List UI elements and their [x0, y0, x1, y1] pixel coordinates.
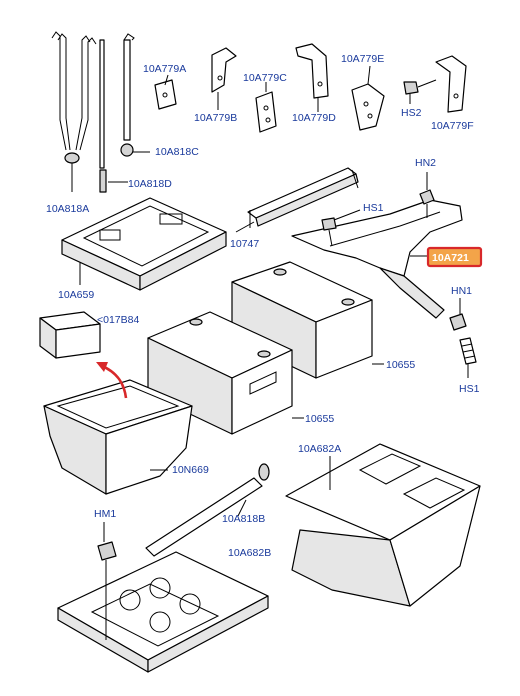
label-10A779E: 10A779E	[341, 53, 384, 65]
label-HS1-top: HS1	[363, 202, 384, 214]
label-HN1: HN1	[451, 285, 472, 297]
bracket-10A779E	[351, 65, 385, 131]
battery-box-10N669	[43, 379, 193, 495]
label-10A682A: 10A682A	[298, 443, 341, 455]
label-10N669: 10N669	[172, 464, 209, 476]
rod-10A818C	[120, 33, 150, 157]
fastener-HM1	[97, 522, 117, 640]
rod-10A818D	[99, 39, 128, 193]
battery-rear-10655	[231, 261, 384, 379]
label-10A818A: 10A818A	[46, 203, 89, 215]
part-labels: 10A779A 10A779B 10A779C 10A779D 10A779E …	[46, 53, 483, 559]
bracket-10A779C	[255, 82, 277, 133]
label-10A779C: 10A779C	[243, 72, 287, 84]
rod-10A818B	[145, 463, 270, 557]
rod-assembly-10A818A	[51, 31, 97, 192]
label-10A818D: 10A818D	[128, 178, 172, 190]
battery-tray-10A659	[61, 197, 227, 291]
bracket-10A779B	[211, 47, 237, 110]
label-10A779D: 10A779D	[292, 112, 336, 124]
bracket-10A779F	[435, 55, 467, 113]
nut-HN2	[419, 172, 435, 218]
bar-10747	[235, 167, 359, 233]
label-10A779B: 10A779B	[194, 112, 237, 124]
label-10A818C: 10A818C	[155, 146, 199, 158]
label-10A682B: 10A682B	[228, 547, 271, 559]
battery-front-10655	[147, 311, 304, 435]
bolt-HS1-bottom	[459, 337, 477, 378]
bolt-HS1-top	[321, 209, 361, 247]
label-HS1-bottom: HS1	[459, 383, 480, 395]
label-10A818B: 10A818B	[222, 513, 265, 525]
bracket-10A779D	[295, 43, 329, 112]
label-10747: 10747	[230, 238, 259, 250]
insulator-017B84	[39, 311, 101, 359]
removal-arrow	[96, 362, 128, 399]
label-10655-front: 10655	[305, 413, 334, 425]
label-017B84: <017B84	[97, 314, 139, 326]
label-10A721: 10A721	[432, 252, 469, 264]
nut-HN1	[449, 298, 467, 331]
floor-panel-10A682B	[57, 551, 269, 673]
label-10A659: 10A659	[58, 289, 94, 301]
label-HS2: HS2	[401, 107, 422, 119]
cover-10A682A	[285, 443, 481, 607]
label-HM1: HM1	[94, 508, 116, 520]
label-10A779A: 10A779A	[143, 63, 186, 75]
label-HN2: HN2	[415, 157, 436, 169]
label-10655-rear: 10655	[386, 359, 415, 371]
label-10A779F: 10A779F	[431, 120, 474, 132]
bracket-10A779A	[154, 74, 177, 110]
bolt-HS2	[403, 79, 437, 104]
highlight-box-10A721	[426, 246, 483, 268]
